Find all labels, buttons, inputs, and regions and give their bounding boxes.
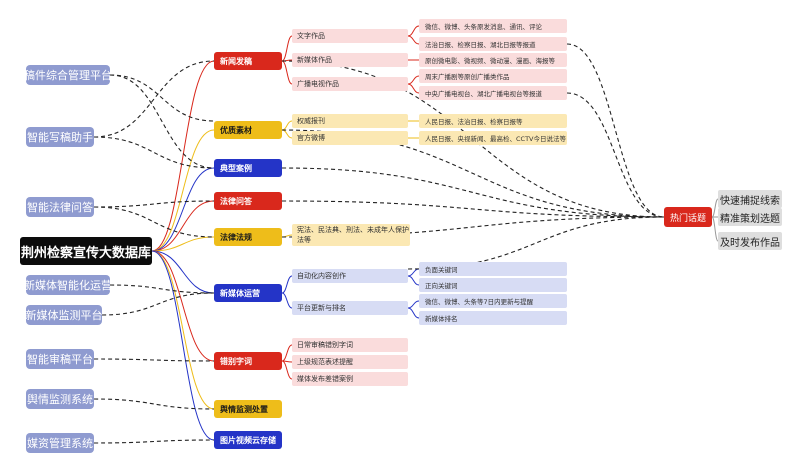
sub-media-error-cases[interactable]: 媒体发布差错案例 [292, 372, 408, 386]
link-sub-leaf [407, 300, 420, 309]
link-sub-leaf [407, 25, 420, 37]
link-root-category [151, 129, 215, 252]
leaf-tv-1[interactable]: 周末广播剧等原创广播类作品 [419, 69, 567, 83]
sub-auto-content[interactable]: 自动化内容创作 [292, 269, 408, 283]
link-root-category [151, 60, 215, 252]
link-category-sub [281, 292, 293, 309]
link-platform-category [109, 74, 215, 169]
link-platform-category [93, 439, 215, 444]
link-to-hot-topic [281, 200, 665, 218]
category-quality-material[interactable]: 优质素材 [214, 121, 282, 139]
link-root-category [151, 250, 215, 362]
category-news-release[interactable]: 新闻发稿 [214, 52, 282, 70]
category-opinion-handling[interactable]: 舆情监测处置 [214, 400, 282, 418]
sub-daily-typos[interactable]: 日常审稿错别字词 [292, 338, 408, 352]
hot-topic-node[interactable]: 热门话题 [664, 207, 712, 227]
leaf-press-1[interactable]: 人民日报、法治日报、检察日报等 [419, 114, 567, 128]
link-category-sub [281, 35, 293, 62]
leaf-newmedia-ranking[interactable]: 新媒体排名 [419, 311, 567, 325]
category-typo-words[interactable]: 错别字词 [214, 352, 282, 370]
link-platform-category [93, 358, 215, 362]
left-node-review-platform[interactable]: 智能审稿平台 [26, 349, 94, 369]
link-category-sub [281, 120, 293, 131]
leaf-tv-2[interactable]: 中央广播电视台、湖北广播电视台等报道 [419, 86, 567, 100]
link-category-sub [281, 344, 293, 362]
left-node-opinion-monitor[interactable]: 舆情监测系统 [26, 389, 94, 409]
sub-newmedia-works[interactable]: 新媒体作品 [292, 53, 408, 67]
right-node-capture-leads[interactable]: 快速捕捉线索 [718, 190, 782, 208]
sub-official-weibo[interactable]: 官方微博 [292, 131, 408, 145]
link-platform-category [109, 74, 215, 122]
sub-platform-ranking[interactable]: 平台更新与排名 [292, 301, 408, 315]
left-node-media-asset[interactable]: 媒资管理系统 [26, 433, 94, 453]
link-platform-category [93, 60, 215, 138]
link-root-category [151, 167, 215, 252]
link-root-category [151, 250, 215, 410]
category-typical-cases[interactable]: 典型案例 [214, 159, 282, 177]
link-category-sub [281, 360, 293, 380]
link-platform-category [93, 398, 215, 410]
left-node-manuscript-platform[interactable]: 稿件综合管理平台 [26, 65, 110, 85]
left-node-newmedia-monitor[interactable]: 新媒体监测平台 [26, 305, 102, 325]
leaf-newmedia-1[interactable]: 原创微电影、微视频、微动漫、漫画、海报等 [419, 53, 567, 67]
category-legal-qa[interactable]: 法律问答 [214, 192, 282, 210]
left-node-legal-qa[interactable]: 智能法律问答 [26, 197, 94, 217]
link-sub-leaf [407, 83, 420, 94]
link-sub-leaf [407, 307, 420, 319]
link-sub-leaf [407, 35, 420, 45]
sub-standard-expression[interactable]: 上级规范表述提醒 [292, 355, 408, 369]
category-cloud-storage[interactable]: 图片视频云存储 [214, 431, 282, 449]
sub-laws-list[interactable]: 宪法、民法典、刑法、未成年人保护法等 [292, 224, 410, 246]
left-node-newmedia-ops[interactable]: 新媒体智能化运营 [26, 275, 110, 295]
left-node-writing-assistant[interactable]: 智能写稿助手 [26, 127, 94, 147]
link-category-sub [281, 60, 293, 85]
link-to-hot-topic [281, 129, 665, 218]
category-laws[interactable]: 法律法规 [214, 228, 282, 246]
link-to-hot-topic [281, 167, 665, 218]
sub-text-works[interactable]: 文字作品 [292, 29, 408, 43]
leaf-negative-keywords[interactable]: 负面关键词 [419, 262, 567, 276]
link-category-sub [281, 275, 293, 294]
link-root-category [151, 200, 215, 252]
right-node-publish-works[interactable]: 及时发布作品 [718, 232, 782, 250]
link-to-hot-topic [566, 92, 665, 218]
leaf-text-2[interactable]: 法治日报、检察日报、湖北日报等报道 [419, 37, 567, 51]
link-to-hot-topic [281, 216, 665, 238]
category-newmedia-ops[interactable]: 新媒体运营 [214, 284, 282, 302]
link-hot-right [711, 216, 719, 242]
link-platform-category [93, 136, 215, 169]
link-platform-category [93, 206, 215, 238]
root-node[interactable]: 荆州检察宣传大数据库 [20, 237, 152, 265]
link-sub-leaf [407, 275, 420, 286]
link-to-hot-topic [566, 43, 665, 218]
right-node-plan-topics[interactable]: 精准策划选题 [718, 208, 782, 226]
link-root-category [151, 250, 215, 294]
link-category-sub [281, 129, 293, 139]
leaf-7day-updates[interactable]: 微信、微博、头条等7日内更新与提醒 [419, 294, 567, 308]
link-platform-category [101, 292, 215, 316]
leaf-positive-keywords[interactable]: 正向关键词 [419, 278, 567, 292]
link-root-category [151, 250, 215, 441]
leaf-text-1[interactable]: 微信、微博、头条原发消息、通讯、评论 [419, 19, 567, 33]
link-sub-leaf [407, 268, 420, 277]
link-sub-leaf [407, 75, 420, 85]
sub-broadcast-works[interactable]: 广播电视作品 [292, 77, 408, 91]
leaf-weibo-1[interactable]: 人民日报、央视新闻、最高检、CCTV今日说法等 [419, 131, 567, 145]
link-root-category [151, 236, 215, 252]
link-platform-category [93, 200, 215, 208]
link-platform-category [109, 284, 215, 294]
link-hot-right [711, 198, 719, 218]
sub-authoritative-press[interactable]: 权威报刊 [292, 114, 408, 128]
